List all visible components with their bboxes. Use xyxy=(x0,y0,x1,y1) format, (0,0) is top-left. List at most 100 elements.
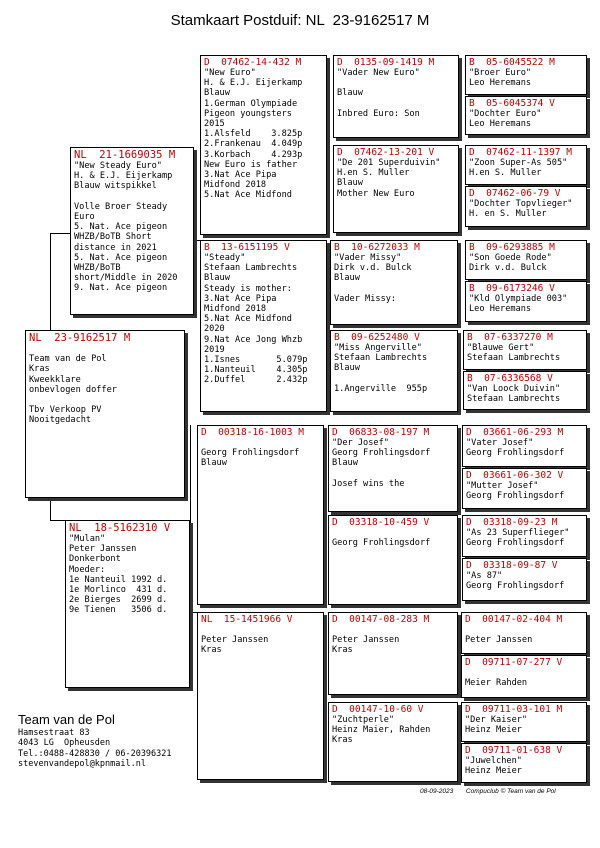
ring-number: D 03661-06-302 V xyxy=(466,470,564,481)
ring-number: D 07462-06-79 V xyxy=(469,188,561,199)
pigeon-details: Peter Janssen Kras xyxy=(332,635,400,656)
pigeon-details: "Mulan" Peter Janssen Donkerbont Moeder:… xyxy=(69,534,168,616)
pedigree-mother: NL 18-5162310 V "Mulan" Peter Janssen Do… xyxy=(65,520,190,688)
pedigree-gen5-11: D 03318-09-23 M"As 23 Superflieger" Geor… xyxy=(462,515,587,557)
pigeon-details: "Dochter Euro" Leo Heremans xyxy=(469,109,542,130)
pedigree-gen5-15: D 09711-03-101 M"Der Kaiser" Heinz Meier xyxy=(461,702,587,742)
pigeon-details: Team van de Pol Kras Kweekklare onbevlog… xyxy=(29,354,117,426)
ring-number: D 07462-14-432 M xyxy=(204,57,302,68)
ring-number: B 07-6336568 V xyxy=(467,373,553,384)
pigeon-details: "Blauwe Gert" Stefaan Lambrechts xyxy=(467,343,561,364)
ring-number: B 09-6252480 V xyxy=(334,332,420,343)
pigeon-details: "Vader Missy" Dirk v.d. Bulck Blauw Vade… xyxy=(334,253,412,304)
ring-number: D 0135-09-1419 M xyxy=(337,57,435,68)
connector-line xyxy=(194,150,195,240)
ring-number: D 00147-08-283 M xyxy=(332,614,430,625)
pedigree-gen5-2: B 05-6045374 V"Dochter Euro" Leo Hereman… xyxy=(465,96,587,135)
pedigree-gen5-6: B 09-6173246 V"Kld Olympiade 003" Leo He… xyxy=(465,281,587,322)
pedigree-mmf: D 00147-08-283 M Peter Janssen Kras xyxy=(328,612,458,695)
ring-number: NL 21-1669035 M xyxy=(74,149,176,161)
pigeon-details: "Juwelchen" Heinz Meier xyxy=(465,756,522,777)
pedigree-gen5-12: D 03318-09-87 V"As 87" Georg Frohlingsdo… xyxy=(462,558,587,601)
pigeon-details: Georg Frohlingsdorf Blauw xyxy=(201,448,300,469)
ring-number: B 05-6045522 M xyxy=(469,57,555,68)
ring-number: D 03318-09-87 V xyxy=(466,560,558,571)
pigeon-details: "Broer Euro" Leo Heremans xyxy=(469,68,532,89)
pigeon-details: "Vader New Euro" Blauw Inbred Euro: Son xyxy=(337,68,420,119)
ring-number: NL 23-9162517 M xyxy=(29,332,131,344)
pedigree-ffm: D 07462-13-201 V "De 201 Superduivin" H.… xyxy=(333,145,459,233)
ring-number: D 09711-01-638 V xyxy=(465,745,563,756)
ring-number: D 07462-11-1397 M xyxy=(469,147,572,158)
ring-number: B 05-6045374 V xyxy=(469,98,555,109)
connector-line xyxy=(50,233,51,330)
page-title: Stamkaart Postduif: NL 23-9162517 M xyxy=(170,12,430,29)
ring-number: B 09-6293885 M xyxy=(469,242,555,253)
pigeon-details: "Mutter Josef" Georg Frohlingsdorf xyxy=(466,481,565,502)
connector-line xyxy=(50,498,51,520)
pedigree-mff: D 06833-08-197 M "Der Josef" Georg Frohl… xyxy=(328,425,458,512)
pigeon-details: "As 87" Georg Frohlingsdorf xyxy=(466,571,565,592)
ring-number: D 00147-02-404 M xyxy=(465,614,563,625)
pigeon-details: "Der Josef" Georg Frohlingsdorf Blauw Jo… xyxy=(332,438,431,489)
connector-line xyxy=(50,233,70,234)
pedigree-fmm: B 09-6252480 V "Miss Angerville" Stefaan… xyxy=(330,330,458,412)
ring-number: D 03318-09-23 M xyxy=(466,517,558,528)
pedigree-mfm: D 03318-10-459 V Georg Frohlingsdorf xyxy=(328,515,458,605)
pigeon-details: "As 23 Superflieger" Georg Frohlingsdorf xyxy=(466,528,570,549)
ring-number: NL 15-1451966 V xyxy=(201,614,293,625)
pigeon-details: "New Euro" H. & E.J. Eijerkamp Blauw 1.G… xyxy=(204,68,303,201)
breeder-address: Hamsestraat 83 4043 LG Opheusden Tel.:04… xyxy=(18,728,172,769)
ring-number: D 09711-07-277 V xyxy=(465,657,563,668)
pigeon-details: "Zuchtperle" Heinz Maier, Rahden Kras xyxy=(332,715,431,746)
pigeon-details: Peter Janssen Kras xyxy=(201,635,269,656)
breeder-info: Team van de Pol Hamsestraat 83 4043 LG O… xyxy=(18,712,172,769)
pigeon-details: "Kld Olympiade 003" Leo Heremans xyxy=(469,294,568,315)
pedigree-gen5-1: B 05-6045522 M"Broer Euro" Leo Heremans xyxy=(465,55,587,95)
pedigree-gen5-16: D 09711-01-638 V"Juwelchen" Heinz Meier xyxy=(461,743,587,783)
ring-number: B 07-6337270 M xyxy=(467,332,553,343)
connector-line xyxy=(50,520,65,521)
pigeon-details: Georg Frohlingsdorf xyxy=(332,538,431,549)
pigeon-details: Peter Janssen xyxy=(465,635,533,646)
pedigree-fmf: B 10-6272033 M "Vader Missy" Dirk v.d. B… xyxy=(330,240,458,325)
ring-number: D 07462-13-201 V xyxy=(337,147,435,158)
pedigree-fff: D 0135-09-1419 M "Vader New Euro" Blauw … xyxy=(333,55,459,138)
pigeon-details: "De 201 Superduivin" H.en S. Muller Blau… xyxy=(337,158,441,199)
footer-credit: 08-09-2023 Compuclub © Team van de Pol xyxy=(420,788,556,795)
pigeon-details: "Miss Angerville" Stefaan Lambrechts Bla… xyxy=(334,343,428,394)
pedigree-gen5-7: B 07-6337270 M"Blauwe Gert" Stefaan Lamb… xyxy=(463,330,587,370)
pedigree-mf: D 00318-16-1003 M Georg Frohlingsdorf Bl… xyxy=(197,425,324,605)
pedigree-gen5-13: D 00147-02-404 M Peter Janssen xyxy=(461,612,587,654)
connector-line xyxy=(190,425,191,525)
ring-number: NL 18-5162310 V xyxy=(69,522,171,534)
pigeon-details: "Son Goede Rode" Dirk v.d. Bulck xyxy=(469,253,552,274)
pedigree-subject: NL 23-9162517 M Team van de Pol Kras Kwe… xyxy=(25,330,185,498)
pedigree-gen5-3: D 07462-11-1397 M"Zoon Super-As 505" H.e… xyxy=(465,145,587,185)
pedigree-gen5-4: D 07462-06-79 V"Dochter Topvlieger" H. e… xyxy=(465,186,587,227)
ring-number: D 00318-16-1003 M xyxy=(201,427,304,438)
pigeon-details: Meier Rahden xyxy=(465,678,528,689)
pigeon-details: "Der Kaiser" Heinz Meier xyxy=(465,715,528,736)
ring-number: D 00147-10-60 V xyxy=(332,704,424,715)
pigeon-details: "New Steady Euro" H. & E.J. Eijerkamp Bl… xyxy=(74,161,178,294)
connector-line xyxy=(194,240,200,241)
pedigree-gen5-9: D 03661-06-293 M"Vater Josef" Georg Froh… xyxy=(462,425,587,467)
pedigree-mmm: D 00147-10-60 V "Zuchtperle" Heinz Maier… xyxy=(328,702,458,782)
pedigree-father: NL 21-1669035 M "New Steady Euro" H. & E… xyxy=(70,147,194,315)
pedigree-gen5-5: B 09-6293885 M"Son Goede Rode" Dirk v.d.… xyxy=(465,240,587,280)
ring-number: B 09-6173246 V xyxy=(469,283,555,294)
ring-number: D 03318-10-459 V xyxy=(332,517,430,528)
ring-number: B 10-6272033 M xyxy=(334,242,420,253)
pigeon-details: "Vater Josef" Georg Frohlingsdorf xyxy=(466,438,565,459)
ring-number: D 09711-03-101 M xyxy=(465,704,563,715)
connector-line xyxy=(190,612,198,613)
breeder-name: Team van de Pol xyxy=(18,712,115,727)
ring-number: D 06833-08-197 M xyxy=(332,427,430,438)
pedigree-ff: D 07462-14-432 M "New Euro" H. & E.J. Ei… xyxy=(200,55,327,235)
pedigree-gen5-8: B 07-6336568 V"Van Loock Duivin" Stefaan… xyxy=(463,371,587,410)
connector-line xyxy=(190,612,191,652)
pedigree-gen5-10: D 03661-06-302 V"Mutter Josef" Georg Fro… xyxy=(462,468,587,509)
pedigree-mm: NL 15-1451966 V Peter Janssen Kras xyxy=(197,612,324,780)
pedigree-gen5-14: D 09711-07-277 V Meier Rahden xyxy=(461,655,587,698)
